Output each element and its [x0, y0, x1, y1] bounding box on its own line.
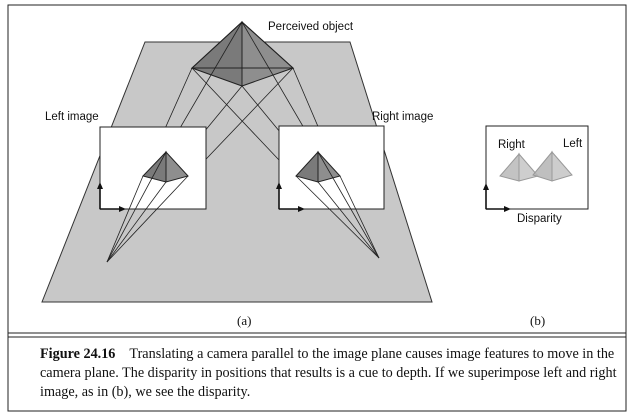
superimposed-axes — [483, 183, 511, 212]
left-image-axes — [97, 182, 126, 212]
superimposed-image-panel — [485, 125, 589, 210]
panel-a-label: (a) — [237, 313, 251, 328]
right-image-pyramid — [295, 150, 341, 183]
caption-text: Translating a camera parallel to the ima… — [40, 346, 617, 400]
perceived-object-pyramid — [190, 20, 295, 87]
right-camera-rays — [295, 151, 380, 259]
ghost-pyramid-left — [532, 150, 573, 182]
b-right-label: Right — [498, 139, 526, 151]
camera-plane — [41, 41, 433, 303]
figure-frame — [7, 4, 627, 412]
disparity-label: Disparity — [517, 213, 562, 225]
left-image-pyramid — [142, 150, 189, 183]
perceived-object-label: Perceived object — [268, 21, 354, 33]
left-image-label: Left image — [45, 111, 99, 123]
caption-figure-number: Figure 24.16 — [40, 346, 116, 362]
right-image-axes — [276, 182, 305, 212]
left-camera-rays — [106, 151, 189, 263]
panel-b-label: (b) — [530, 313, 545, 328]
right-image-label: Right image — [372, 111, 433, 123]
b-left-label: Left — [563, 138, 583, 150]
